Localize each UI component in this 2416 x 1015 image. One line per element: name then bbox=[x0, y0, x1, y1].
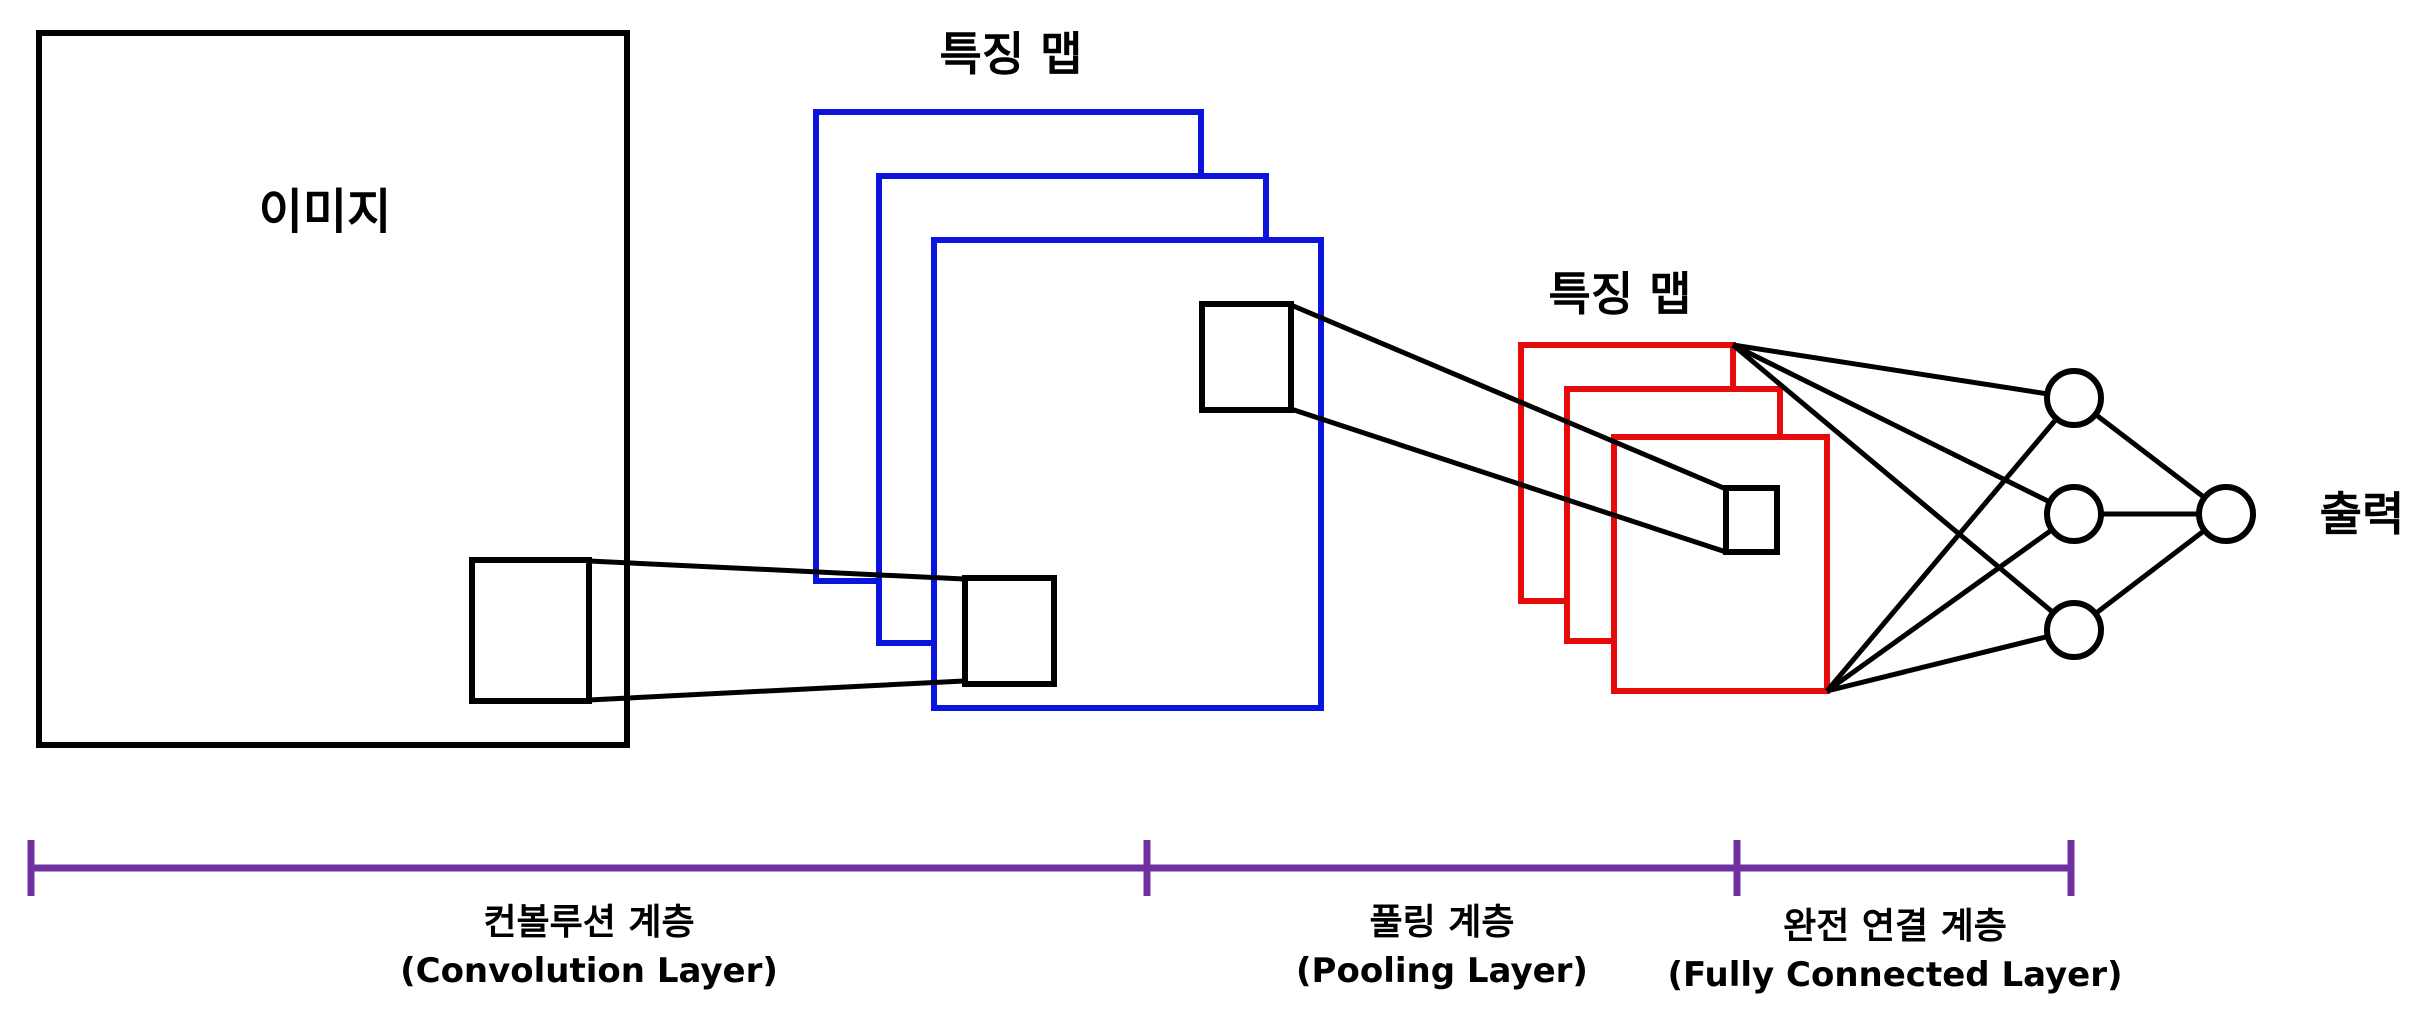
stage-label-pooling-ko: 풀링 계층 bbox=[1369, 902, 1514, 943]
fc-edge bbox=[1825, 396, 2076, 693]
pool-connection-line bbox=[1290, 302, 1727, 492]
stage-label-fully-connected-en: (Fully Connected Layer) bbox=[1667, 955, 2122, 995]
stage-label-fully-connected-ko: 완전 연결 계층 bbox=[1783, 906, 2007, 947]
stage-timeline bbox=[27, 840, 2075, 896]
feature-map-label-1: 특징 맵 bbox=[940, 27, 1083, 81]
fc-edge bbox=[1732, 342, 2075, 401]
conv-output-cell bbox=[962, 575, 1057, 687]
pooled-cell bbox=[1723, 485, 1780, 555]
stage-label-pooling-en: (Pooling Layer) bbox=[1296, 951, 1588, 991]
input-image-box bbox=[36, 30, 630, 748]
conv-connection-line bbox=[588, 558, 965, 582]
output-label: 출력 bbox=[2320, 487, 2405, 541]
feature-map-label-2: 특징 맵 bbox=[1549, 267, 1692, 321]
conv-connection-line bbox=[588, 678, 965, 703]
pool-window bbox=[1199, 301, 1294, 413]
output-neuron bbox=[2196, 484, 2256, 544]
fc-edge bbox=[1825, 511, 2076, 694]
pool-feature-map-front bbox=[1611, 434, 1830, 694]
stage-label-convolution-ko: 컨볼루션 계층 bbox=[483, 902, 694, 943]
fc-edge bbox=[1731, 343, 2076, 632]
stage-label-convolution-en: (Convolution Layer) bbox=[400, 951, 778, 991]
input-receptive-field bbox=[469, 557, 592, 704]
fc-edge bbox=[1826, 627, 2075, 694]
hidden-neuron bbox=[2044, 600, 2104, 660]
pool-connection-line bbox=[1290, 406, 1727, 555]
conv-feature-map-front bbox=[931, 237, 1324, 711]
fc-edge bbox=[1731, 342, 2076, 517]
hidden-neuron bbox=[2044, 484, 2104, 544]
fc-edge bbox=[2072, 396, 2228, 516]
image-label: 이미지 bbox=[259, 184, 391, 240]
hidden-neuron bbox=[2044, 368, 2104, 428]
fc-edge bbox=[2072, 512, 2228, 632]
